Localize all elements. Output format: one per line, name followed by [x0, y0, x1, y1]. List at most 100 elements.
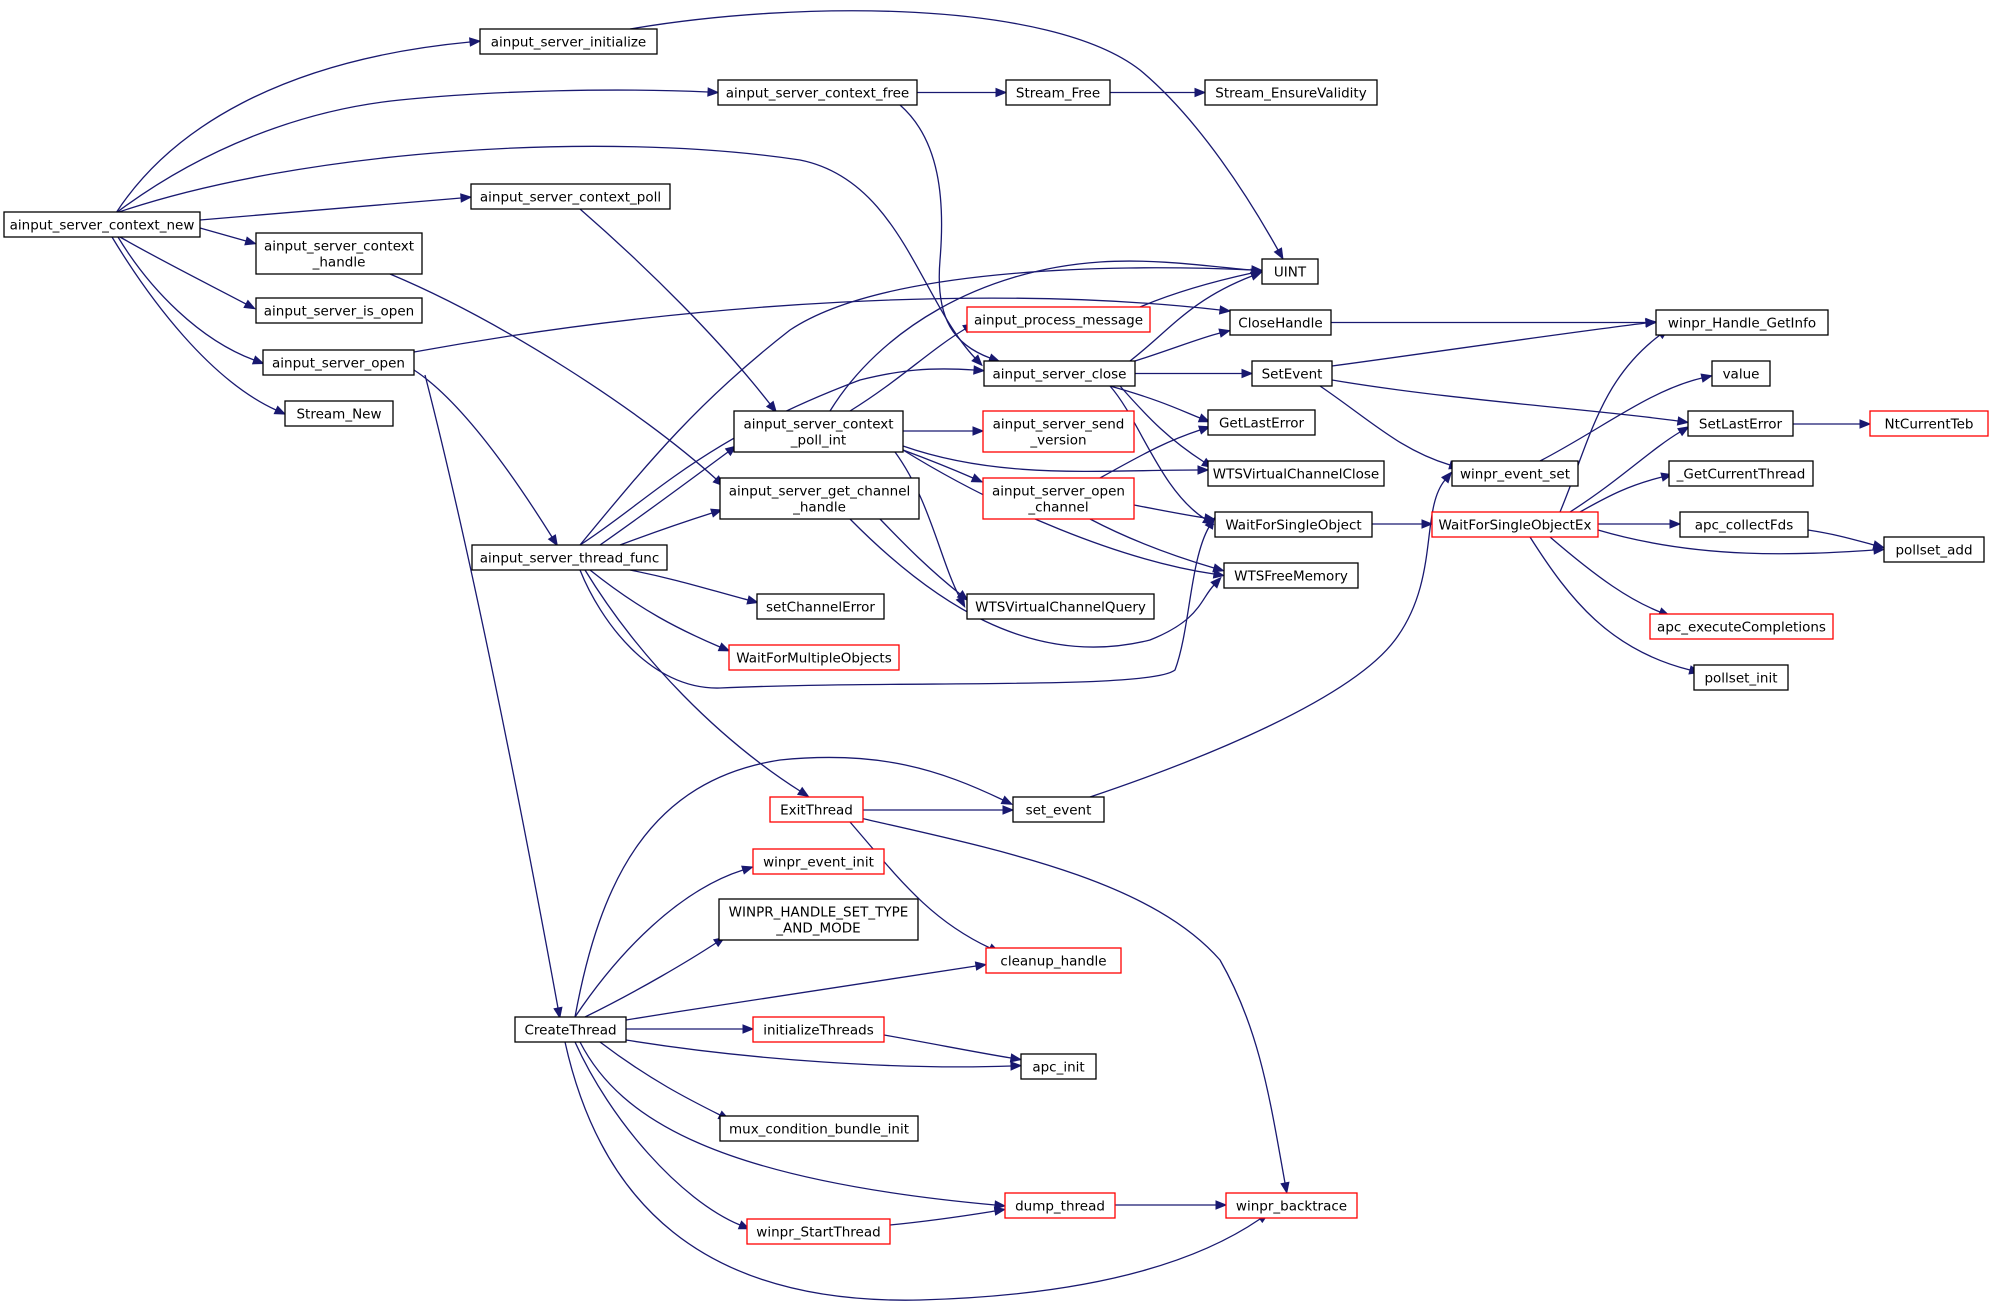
node-waitmultiple[interactable]: WaitForMultipleObjects [728, 644, 900, 671]
node-setlasterror[interactable]: SetLastError [1687, 410, 1794, 437]
node-stream-ensure[interactable]: Stream_EnsureValidity [1204, 79, 1378, 106]
node-box [746, 1218, 891, 1245]
node-label: WaitForMultipleObjects [736, 651, 892, 667]
node-ntcurrentteb[interactable]: NtCurrentTeb [1869, 410, 1989, 437]
node-label: winpr_event_init [763, 855, 874, 871]
node-cleanup[interactable]: cleanup_handle [985, 947, 1122, 974]
node-wts-query[interactable]: WTSVirtualChannelQuery [966, 593, 1155, 620]
node-label: SetEvent [1262, 367, 1323, 383]
node-box [1225, 1192, 1358, 1219]
edge-apc_collect-to-pollset_add [1807, 529, 1885, 550]
arrowhead-icon [956, 590, 969, 602]
node-getcurthread[interactable]: _GetCurrentThread [1668, 460, 1814, 487]
node-closehandle[interactable]: CloseHandle [1229, 309, 1332, 336]
node-thread-func[interactable]: ainput_server_thread_func [471, 544, 668, 571]
node-getlasterror[interactable]: GetLastError [1207, 409, 1316, 436]
edge-setevent-to-setlasterror [1331, 379, 1690, 426]
node-exitthread[interactable]: ExitThread [769, 796, 864, 823]
node-ctx-handle[interactable]: ainput_server_context_handle [255, 232, 423, 275]
node-srv-open[interactable]: ainput_server_open [262, 349, 415, 376]
edge-srv_close-to-setevent [1135, 368, 1254, 379]
node-createthread[interactable]: CreateThread [514, 1016, 627, 1043]
node-startthread[interactable]: winpr_StartThread [746, 1218, 891, 1245]
node-handle-getinfo[interactable]: winpr_Handle_GetInfo [1655, 309, 1829, 336]
node-set-type[interactable]: WINPR_HANDLE_SET_TYPE_AND_MODE [718, 898, 919, 941]
edge-line [889, 1210, 996, 1226]
node-box [1869, 410, 1989, 437]
node-setchannelerror[interactable]: setChannelError [756, 593, 885, 620]
node-label: apc_executeCompletions [1657, 620, 1826, 636]
node-mux-init[interactable]: mux_condition_bundle_init [719, 1115, 919, 1142]
node-initthreads[interactable]: initializeThreads [752, 1016, 885, 1043]
node-dump-thread[interactable]: dump_thread [1004, 1192, 1116, 1219]
node-srv-close[interactable]: ainput_server_close [983, 360, 1136, 387]
node-apc-exec[interactable]: apc_executeCompletions [1649, 613, 1834, 640]
edge-line [829, 260, 1253, 412]
arrowhead-icon [970, 473, 984, 483]
edge-createthread-to-event_init [574, 865, 754, 1018]
node-apc-init[interactable]: apc_init [1020, 1053, 1097, 1080]
node-label: ainput_process_message [974, 313, 1143, 329]
edge-thread_func-to-uint [579, 265, 1264, 546]
node-box [982, 410, 1135, 453]
node-value[interactable]: value [1711, 360, 1771, 387]
arrowhead-icon [1218, 328, 1231, 338]
node-label: apc_collectFds [1695, 518, 1794, 534]
node-wts-free[interactable]: WTSFreeMemory [1223, 562, 1359, 589]
node-label: ainput_server_context_free [726, 86, 909, 102]
edge-line [564, 1041, 1261, 1301]
node-apc-collect[interactable]: apc_collectFds [1679, 511, 1809, 538]
node-is-open[interactable]: ainput_server_is_open [255, 297, 423, 324]
node-label: dump_thread [1015, 1199, 1105, 1215]
node-event-init[interactable]: winpr_event_init [752, 848, 885, 875]
edge-thread_func-to-get_channel [619, 508, 723, 546]
node-box [718, 898, 919, 941]
edge-closehandle-to-handle_getinfo [1331, 317, 1658, 328]
edge-thread_func-to-srv_close [579, 365, 986, 546]
node-send-version[interactable]: ainput_server_send_version [982, 410, 1135, 453]
edge-line [199, 197, 462, 221]
edge-poll_int-to-wts_close [902, 445, 1210, 475]
node-get-channel[interactable]: ainput_server_get_channel_handle [719, 477, 920, 520]
node-ctx-poll[interactable]: ainput_server_context_poll [470, 183, 671, 210]
node-initialize[interactable]: ainput_server_initialize [479, 28, 658, 55]
node-box [255, 297, 423, 324]
node-uint[interactable]: UINT [1261, 258, 1319, 285]
node-label: ainput_server_initialize [491, 35, 647, 51]
node-waitsingleex[interactable]: WaitForSingleObjectEx [1431, 511, 1599, 538]
edge-ctx_poll-to-poll_int [579, 208, 778, 413]
edge-line [883, 1034, 1012, 1059]
node-stream-new[interactable]: Stream_New [284, 400, 394, 427]
arrowhead-icon [1676, 416, 1690, 426]
edge-line [1089, 479, 1446, 798]
node-backtrace[interactable]: winpr_backtrace [1225, 1192, 1358, 1219]
edge-line [619, 512, 713, 546]
node-label: winpr_event_set [1460, 467, 1570, 483]
edge-line [574, 1041, 741, 1226]
node-ctx-new[interactable]: ainput_server_context_new [3, 211, 201, 238]
node-wts-close[interactable]: WTSVirtualChannelClose [1207, 460, 1385, 487]
node-setevent[interactable]: SetEvent [1251, 360, 1333, 387]
arrowhead-icon [1273, 247, 1284, 260]
arrowhead-icon [796, 786, 810, 798]
node-ctx-free[interactable]: ainput_server_context_free [717, 79, 918, 106]
arrowhead-icon [1677, 426, 1690, 437]
node-waitsingle[interactable]: WaitForSingleObject [1214, 511, 1373, 538]
node-set-event[interactable]: set_event [1012, 796, 1105, 823]
node-event-set[interactable]: winpr_event_set [1451, 460, 1579, 487]
node-poll-int[interactable]: ainput_server_context_poll_int [733, 410, 904, 453]
node-box [1005, 79, 1111, 106]
node-process-msg[interactable]: ainput_process_message [966, 306, 1151, 333]
node-pollset-init[interactable]: pollset_init [1693, 664, 1789, 691]
node-box [1693, 664, 1789, 691]
edge-exitthread-to-backtrace [859, 817, 1290, 1195]
node-stream-free[interactable]: Stream_Free [1005, 79, 1111, 106]
node-pollset-add[interactable]: pollset_add [1883, 536, 1985, 563]
edge-line [574, 756, 1004, 1018]
edge-line [1331, 322, 1647, 367]
node-label: ainput_server_send [993, 417, 1125, 433]
node-open-channel[interactable]: ainput_server_open_channel [982, 477, 1135, 520]
edge-line [629, 569, 749, 601]
edge-createthread-to-set_type [584, 936, 726, 1018]
arrowhead-icon [251, 355, 265, 365]
